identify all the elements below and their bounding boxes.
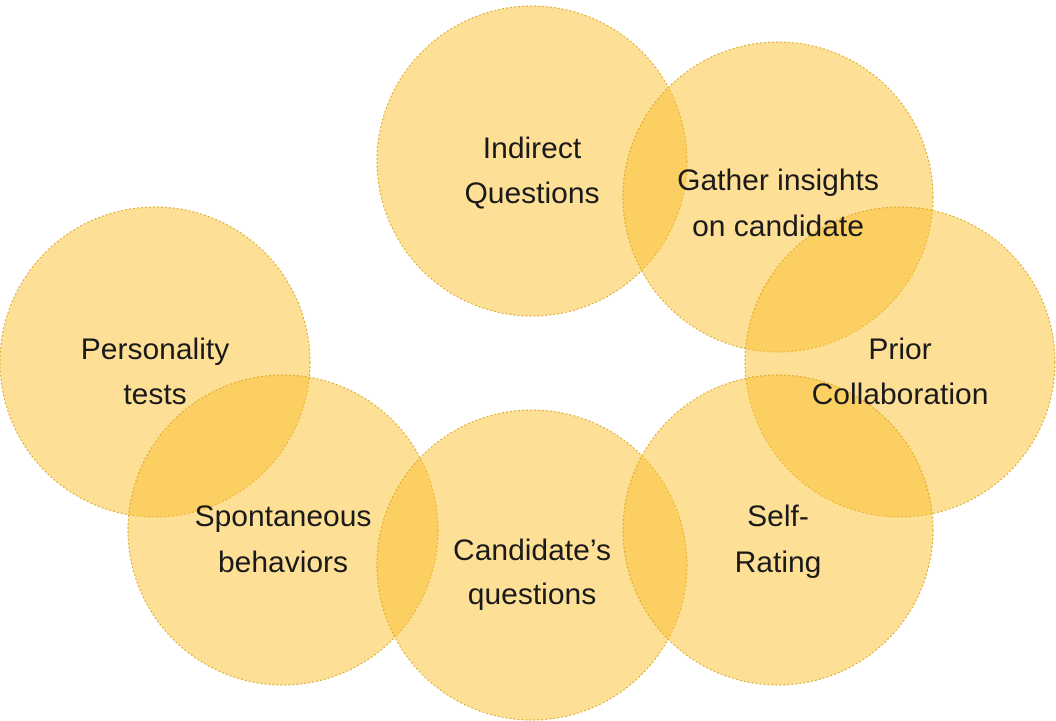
label-personality-line-1: Personality xyxy=(81,333,229,366)
label-prior-line-1: Prior xyxy=(868,333,931,366)
label-spontaneous-line-1: Spontaneous xyxy=(195,500,372,533)
label-indirect-line-2: Questions xyxy=(464,177,599,210)
circle-layer xyxy=(0,5,1056,721)
label-gather-line-2: on candidate xyxy=(692,210,864,243)
label-self-line-1: Self- xyxy=(747,500,809,533)
label-self-line-2: Rating xyxy=(735,546,822,579)
label-spontaneous-line-2: behaviors xyxy=(218,546,348,579)
label-gather-line-1: Gather insights xyxy=(677,164,879,197)
label-candidate-line-2: questions xyxy=(468,578,596,611)
label-personality-line-2: tests xyxy=(123,378,186,411)
label-candidate-line-1: Candidate’s xyxy=(453,534,611,567)
circle-self xyxy=(622,374,934,686)
label-indirect-line-1: Indirect xyxy=(483,132,582,165)
label-prior-line-2: Collaboration xyxy=(812,378,989,411)
